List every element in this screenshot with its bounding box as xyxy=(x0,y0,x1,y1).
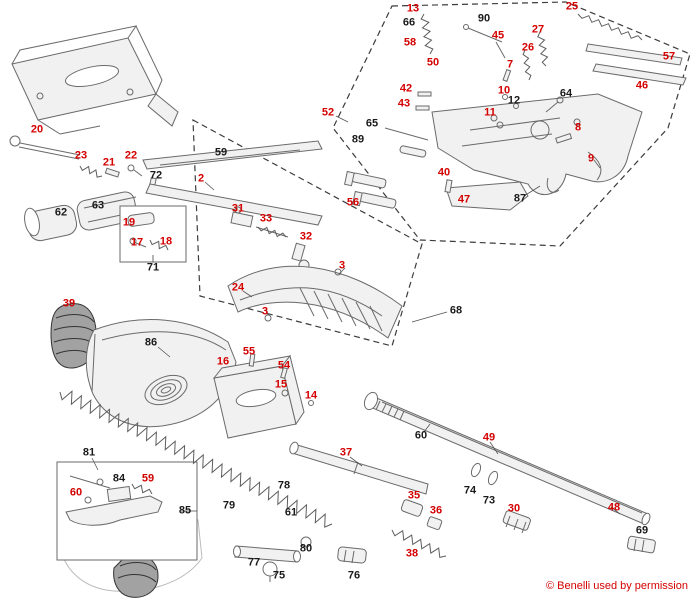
callout-65: 65 xyxy=(365,117,379,130)
link-rod-art xyxy=(9,135,81,160)
callout-76: 76 xyxy=(347,569,361,582)
callout-84: 84 xyxy=(112,472,126,485)
barrel-art xyxy=(363,391,651,526)
trigger-group-art xyxy=(344,24,687,211)
callout-39: 39 xyxy=(62,297,76,310)
stock-art xyxy=(85,319,237,428)
callout-31: 31 xyxy=(231,202,245,215)
callout-3: 3 xyxy=(338,259,346,272)
callout-78: 78 xyxy=(277,479,291,492)
callout-50: 50 xyxy=(426,56,440,69)
callout-85: 85 xyxy=(178,504,192,517)
callout-75: 75 xyxy=(272,569,286,582)
callout-35: 35 xyxy=(407,489,421,502)
callout-10: 10 xyxy=(497,84,511,97)
callout-24: 24 xyxy=(231,281,245,294)
callout-13: 13 xyxy=(406,2,420,15)
callout-15: 15 xyxy=(274,378,288,391)
callout-71: 71 xyxy=(146,261,160,274)
carrier-inset-art xyxy=(56,461,198,561)
callout-69: 69 xyxy=(635,524,649,537)
callout-17: 17 xyxy=(130,236,144,249)
callout-19: 19 xyxy=(122,216,136,229)
callout-3: 3 xyxy=(261,305,269,318)
callout-62: 62 xyxy=(54,206,68,219)
callout-25: 25 xyxy=(565,0,579,13)
callout-47: 47 xyxy=(457,193,471,206)
callout-42: 42 xyxy=(399,82,413,95)
callout-27: 27 xyxy=(531,23,545,36)
callout-33: 33 xyxy=(259,212,273,225)
callout-89: 89 xyxy=(351,133,365,146)
callout-61: 61 xyxy=(284,506,298,519)
choke-parts-art xyxy=(400,499,656,554)
callout-57: 57 xyxy=(662,50,676,63)
callout-56: 56 xyxy=(346,196,360,209)
callout-48: 48 xyxy=(607,501,621,514)
callout-60: 60 xyxy=(414,429,428,442)
callout-64: 64 xyxy=(559,87,573,100)
callout-20: 20 xyxy=(30,123,44,136)
callout-22: 22 xyxy=(124,149,138,162)
callout-73: 73 xyxy=(482,494,496,507)
callout-63: 63 xyxy=(91,199,105,212)
callout-87: 87 xyxy=(513,192,527,205)
callout-9: 9 xyxy=(587,152,595,165)
copyright-notice: © Benelli used by permission xyxy=(545,580,688,592)
callout-11: 11 xyxy=(484,106,496,119)
callout-21: 21 xyxy=(102,156,116,169)
callout-45: 45 xyxy=(491,29,505,42)
callout-46: 46 xyxy=(635,79,649,92)
callout-43: 43 xyxy=(397,97,411,110)
callout-68: 68 xyxy=(449,304,463,317)
callout-12: 12 xyxy=(507,94,521,107)
receiver-art xyxy=(11,25,179,135)
callout-72: 72 xyxy=(149,169,163,182)
callout-49: 49 xyxy=(482,431,496,444)
callout-60: 60 xyxy=(69,486,83,499)
callout-74: 74 xyxy=(463,484,477,497)
magazine-tube-art xyxy=(289,441,429,495)
callout-58: 58 xyxy=(403,36,417,49)
lower-receiver-art xyxy=(212,353,314,439)
callout-16: 16 xyxy=(216,355,230,368)
callout-38: 38 xyxy=(405,547,419,560)
callout-52: 52 xyxy=(321,106,335,119)
callout-36: 36 xyxy=(429,504,443,517)
action-bar-art xyxy=(142,140,323,226)
bolt-slide-art xyxy=(230,206,310,271)
leader-lines xyxy=(91,115,621,515)
forend-art xyxy=(227,265,403,339)
bolt-forend-dashed-outline xyxy=(192,118,423,347)
callout-30: 30 xyxy=(507,502,521,515)
callout-8: 8 xyxy=(574,121,582,134)
callout-37: 37 xyxy=(339,446,353,459)
callout-86: 86 xyxy=(144,336,158,349)
callout-79: 79 xyxy=(222,499,236,512)
callout-40: 40 xyxy=(437,166,451,179)
callout-59: 59 xyxy=(214,146,228,159)
bottom-small-parts-art xyxy=(233,536,367,582)
callout-55: 55 xyxy=(242,345,256,358)
callout-90: 90 xyxy=(477,12,491,25)
callout-59: 59 xyxy=(141,472,155,485)
callout-23: 23 xyxy=(74,149,88,162)
callout-66: 66 xyxy=(402,16,416,29)
callout-7: 7 xyxy=(506,58,514,71)
callout-54: 54 xyxy=(277,359,291,372)
callout-81: 81 xyxy=(82,446,96,459)
trigger-group-dashed-outline xyxy=(332,1,691,247)
firing-pin-inset-art xyxy=(119,205,187,263)
springs-layer xyxy=(59,13,643,559)
callout-2: 2 xyxy=(197,172,205,185)
callout-77: 77 xyxy=(247,556,261,569)
callout-18: 18 xyxy=(159,235,173,248)
callout-32: 32 xyxy=(299,230,313,243)
callout-26: 26 xyxy=(521,41,535,54)
callout-80: 80 xyxy=(299,542,313,555)
callout-14: 14 xyxy=(304,389,318,402)
